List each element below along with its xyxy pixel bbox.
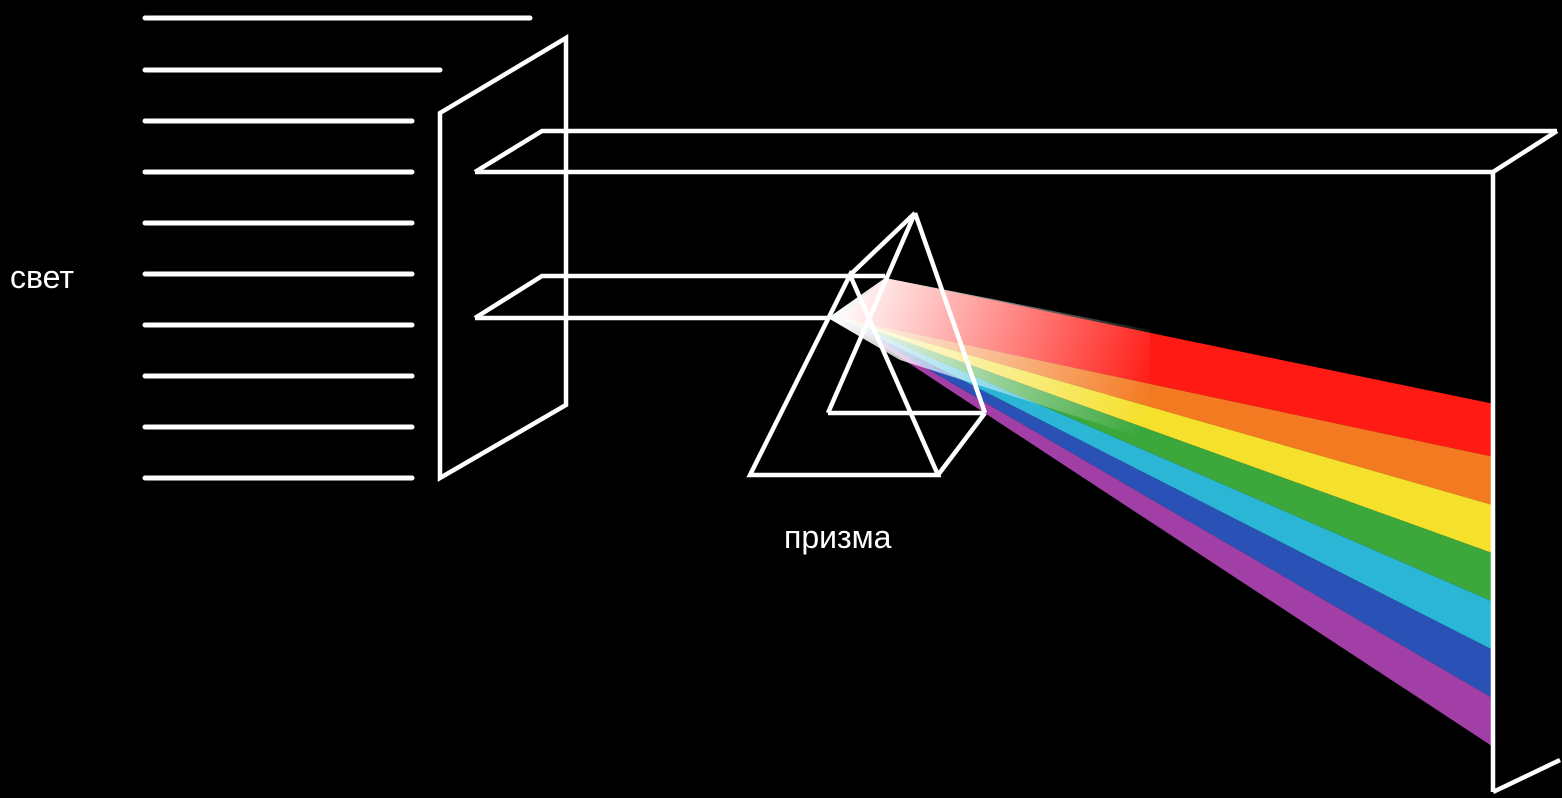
light-label: свет <box>10 259 74 295</box>
prism-label: призма <box>784 519 892 555</box>
